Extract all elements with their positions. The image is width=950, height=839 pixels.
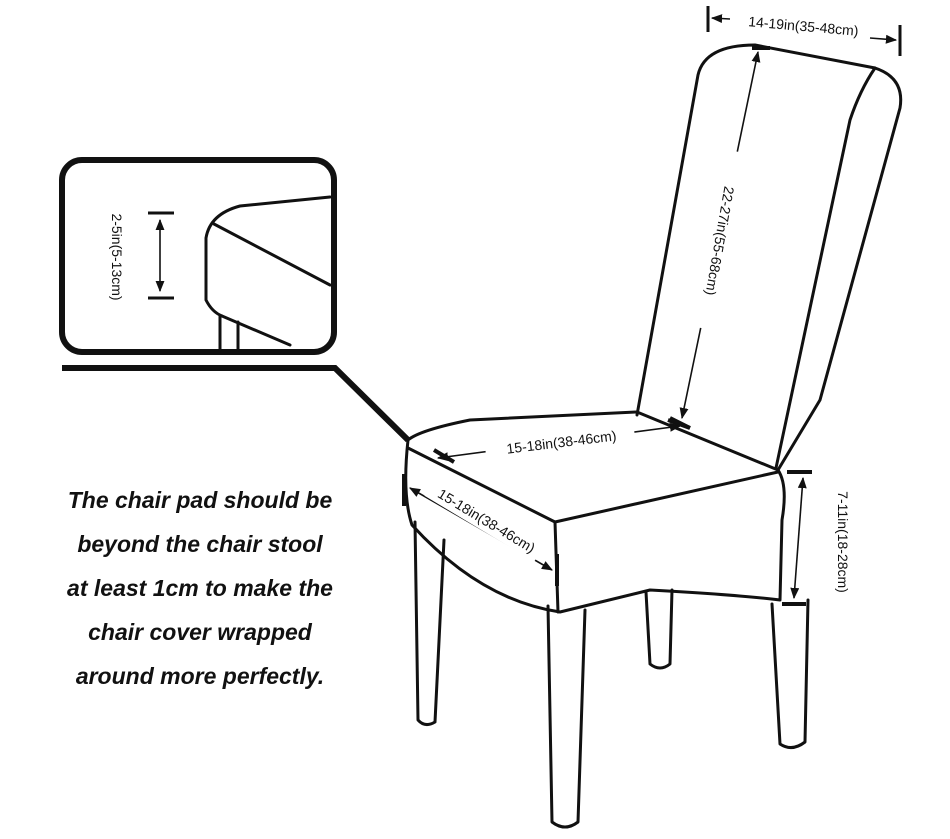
seat-thickness-label: 2-5in(5-13cm)	[109, 213, 125, 300]
rear-right-leg	[770, 598, 810, 749]
note-line: The chair pad should be	[67, 487, 333, 513]
inset-leg	[218, 314, 240, 352]
rear-mid-leg	[644, 588, 674, 670]
note-line: beyond the chair stool	[77, 531, 323, 557]
inset-seat-top	[212, 222, 332, 287]
inset-seat-edge	[204, 195, 332, 318]
note-line: at least 1cm to make the	[67, 575, 333, 601]
seat-height-label: 7-11in(18-28cm)	[835, 491, 851, 593]
inset-connector-line	[62, 365, 411, 443]
fitting-note: The chair pad should be beyond the chair…	[20, 478, 380, 698]
back-width-arrow-left	[710, 14, 731, 24]
front-left-leg	[413, 520, 446, 727]
front-right-leg	[546, 604, 587, 829]
chair-back	[635, 43, 903, 472]
seat-height-arrow	[790, 476, 807, 600]
back-width-arrow-right	[869, 34, 898, 44]
inset-seat-side	[220, 314, 292, 347]
note-line: around more perfectly.	[75, 663, 325, 689]
detail-inset-frame	[59, 157, 337, 355]
back-width-label: 14-19in(35-48cm)	[748, 13, 859, 39]
seat-depth-label: 15-18in(38-46cm)	[435, 485, 538, 556]
note-line: chair cover wrapped	[88, 619, 312, 645]
chair-back-edge	[774, 66, 877, 470]
